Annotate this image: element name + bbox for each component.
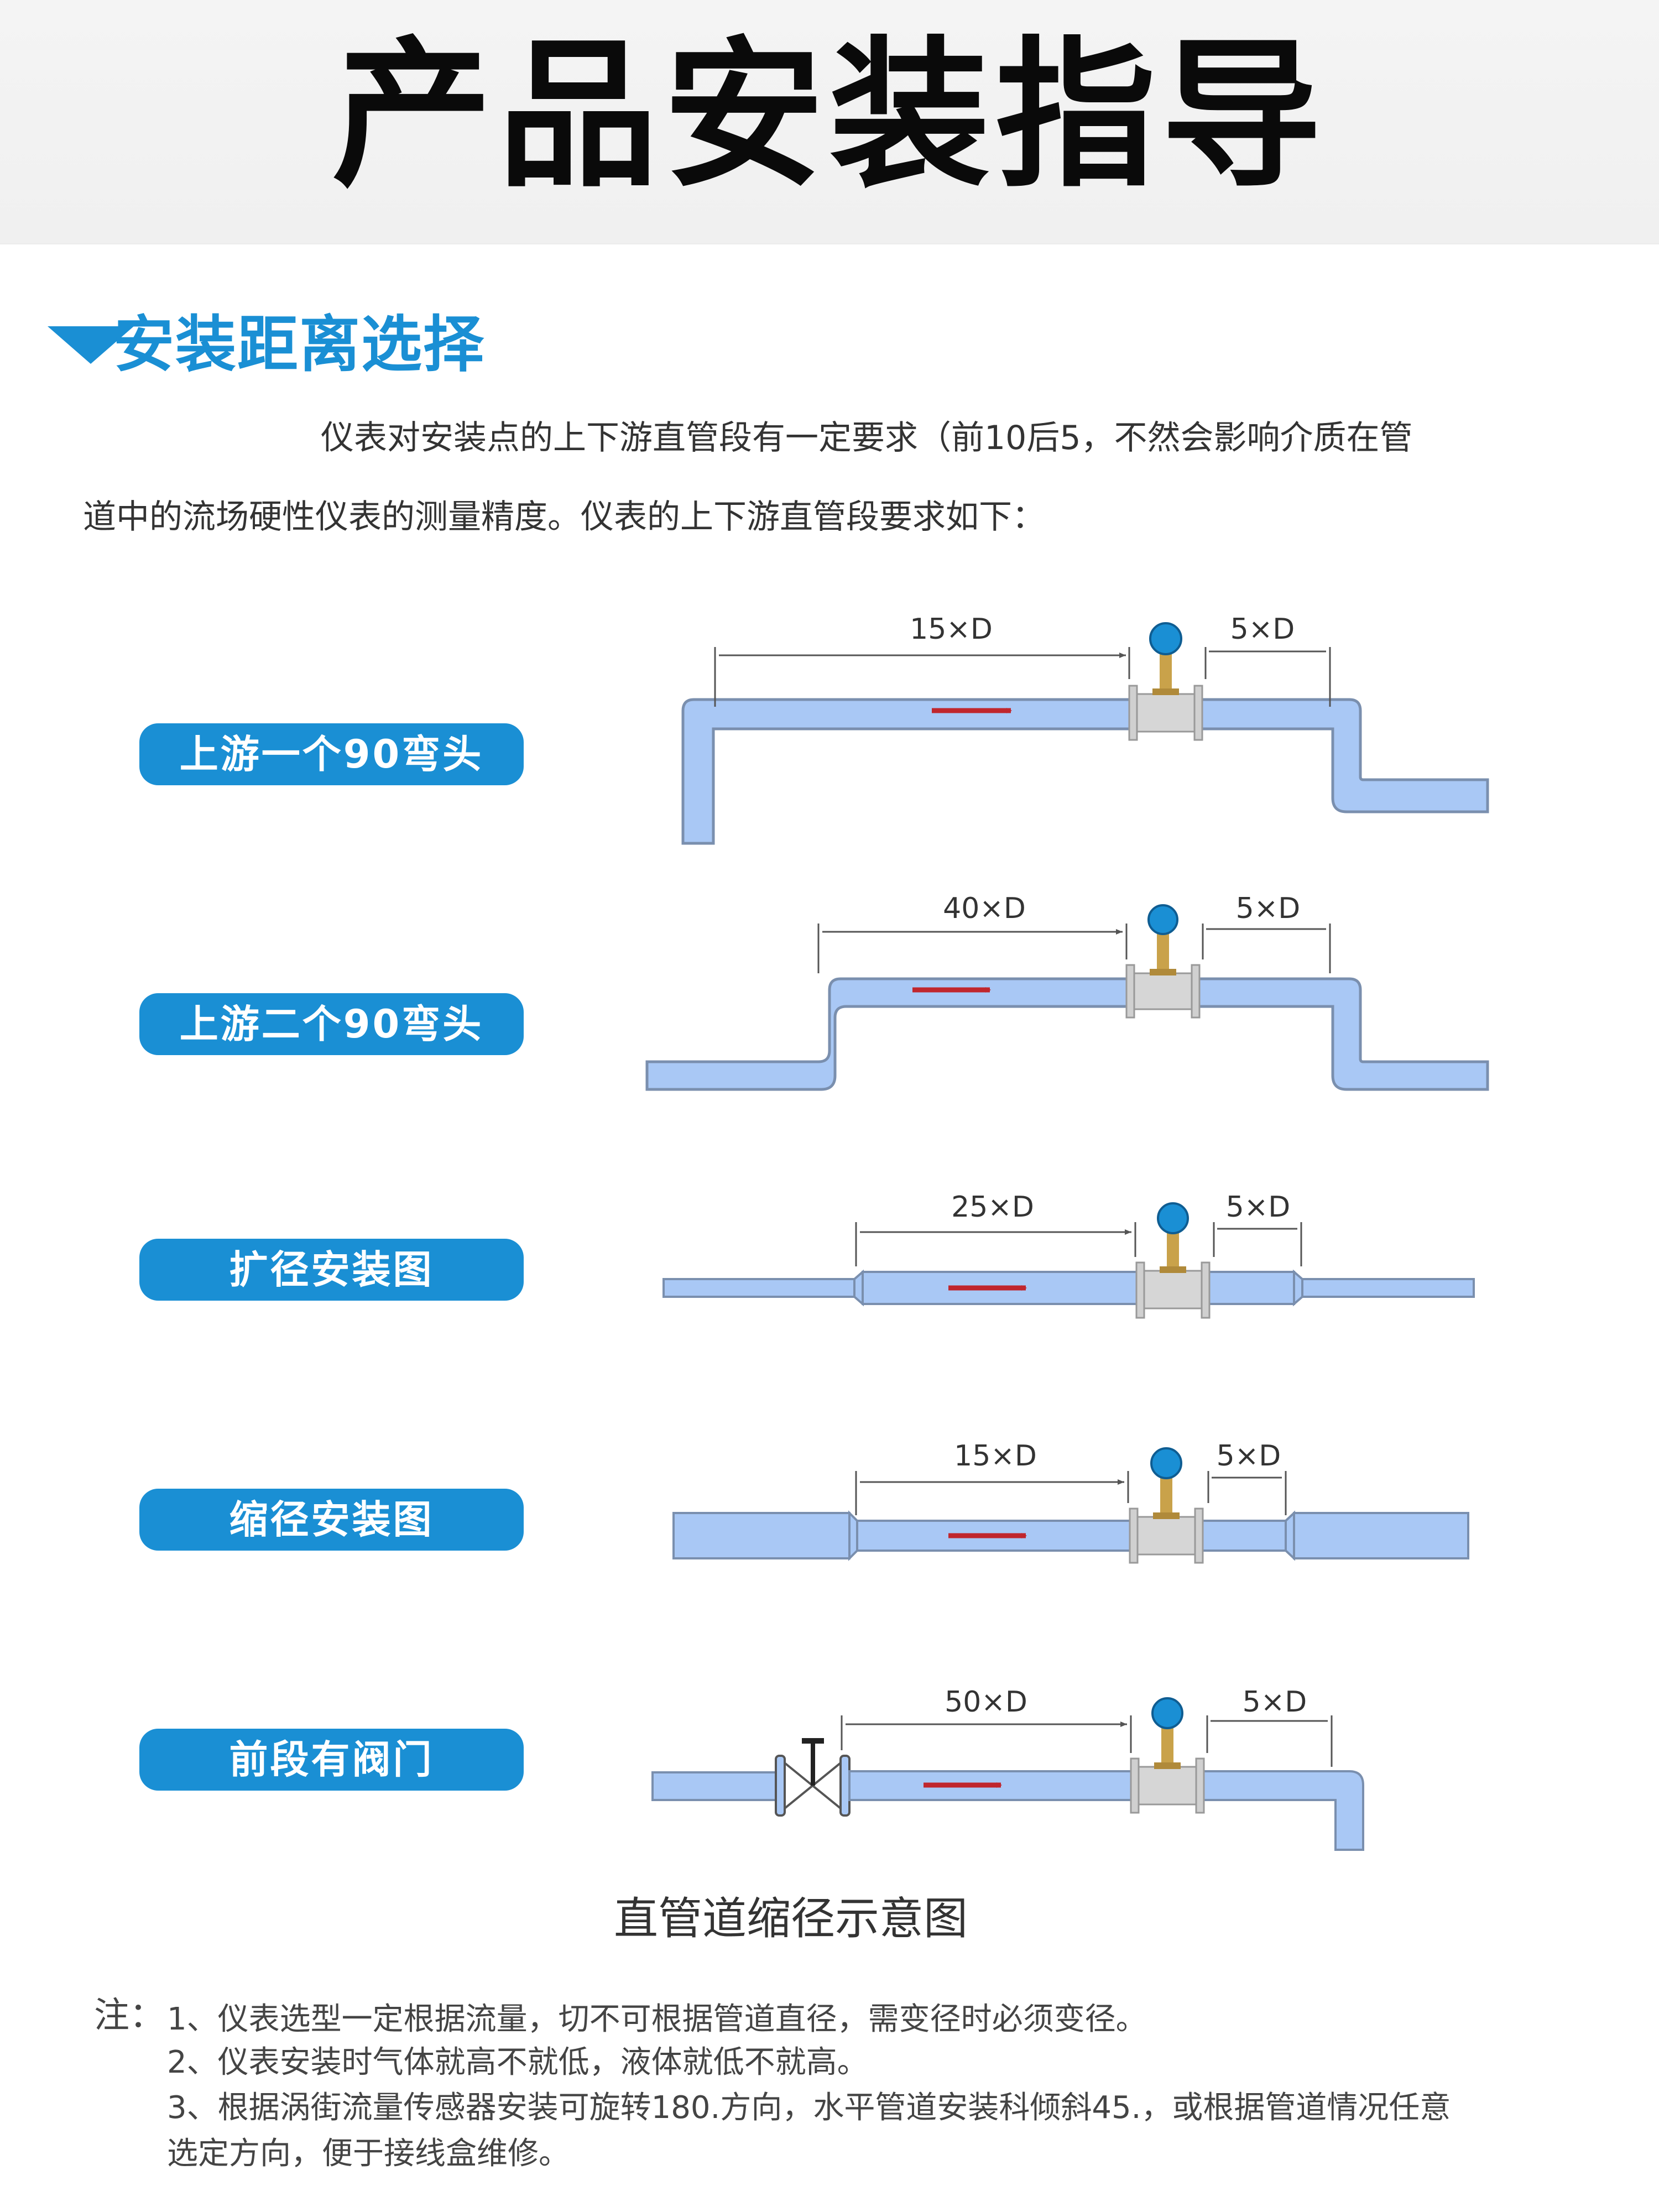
pipe-before-valve [651, 1771, 778, 1801]
downstream-distance-label: 5×D [1236, 892, 1301, 925]
pipe-small [856, 1520, 1287, 1552]
pipe-large [862, 1271, 1295, 1305]
upstream-dimension [817, 924, 1128, 973]
page-title: 产品安装指导 [332, 23, 1327, 209]
pipe [645, 977, 1489, 1091]
upstream-dimension [714, 647, 1130, 707]
diagram-one-elbow: 15×D 5×D [681, 613, 1489, 845]
downstream-distance-label: 5×D [1230, 613, 1295, 646]
note-item-2: 2、仪表安装时气体就高不就低，液体就低不就高。 [167, 2044, 868, 2080]
valve-flange-left [775, 1755, 786, 1817]
case-label-valve: 前段有阀门 [139, 1729, 524, 1791]
diagram-two-elbows: 40×D 5×D [645, 892, 1489, 1091]
notes-heading: 注： [94, 1995, 165, 2036]
pipe-expander [1285, 1510, 1295, 1561]
pipe [681, 698, 1489, 845]
diagram-expansion: 25×D 5×D [662, 1191, 1475, 1319]
downstream-distance-label: 5×D [1226, 1191, 1291, 1224]
flowmeter [1125, 904, 1201, 1019]
note-item-3-continued: 选定方向，便于接线盒维修。 [167, 2136, 570, 2172]
upstream-dimension [841, 1715, 1132, 1753]
case-label-reduction: 缩径安装图 [139, 1489, 524, 1551]
intro-line-2: 道中的流场硬性仪表的测量精度。仪表的上下游直管段要求如下： [83, 498, 1045, 536]
case-label-two-elbows: 上游二个90弯头 [139, 993, 524, 1055]
downstream-dimension [1207, 1471, 1287, 1515]
pipe-large-right [1293, 1512, 1469, 1559]
flowmeter [1129, 1447, 1204, 1564]
diagram-reduction: 15×D 5×D [672, 1439, 1469, 1564]
upstream-dimension [855, 1471, 1129, 1515]
downstream-distance-label: 5×D [1243, 1686, 1307, 1719]
diagram-valve: 50×D 5×D [651, 1686, 1364, 1851]
flowmeter [1128, 622, 1203, 741]
pipe-reducer [848, 1510, 858, 1561]
diagram-caption: 直管道缩径示意图 [614, 1893, 968, 1944]
upstream-distance-label: 50×D [945, 1686, 1027, 1719]
upstream-distance-label: 25×D [951, 1191, 1034, 1224]
downstream-dimension [1206, 1715, 1333, 1767]
note-item-1: 1、仪表选型一定根据流量，切不可根据管道直径，需变径时必须变径。 [167, 2001, 1147, 2037]
header-banner: 产品安装指导 [0, 0, 1659, 244]
pipe-expander [853, 1269, 864, 1307]
upstream-distance-label: 15×D [910, 613, 993, 646]
case-label-one-elbow: 上游一个90弯头 [139, 723, 524, 785]
valve-flange-right [839, 1755, 851, 1817]
note-item-3: 3、根据涡街流量传感器安装可旋转180.方向，水平管道安装科倾斜45.，或根据管… [167, 2090, 1451, 2126]
pipe-small-right [1301, 1278, 1475, 1298]
flowmeter [1130, 1697, 1205, 1814]
triangle-down-icon [48, 326, 134, 364]
upstream-dimension [855, 1222, 1136, 1266]
intro-line-1: 仪表对安装点的上下游直管段有一定要求（前10后5，不然会影响介质在管 [321, 419, 1413, 457]
downstream-dimension [1202, 924, 1331, 973]
upstream-distance-label: 40×D [943, 892, 1026, 925]
pipe-large-left [672, 1512, 851, 1559]
upstream-distance-label: 15×D [954, 1439, 1037, 1473]
pipe-after-valve [848, 1770, 1364, 1851]
section-title: 安装距离选择 [113, 309, 485, 380]
downstream-distance-label: 5×D [1217, 1439, 1281, 1473]
downstream-dimension [1213, 1222, 1302, 1266]
flowmeter [1135, 1202, 1211, 1319]
downstream-dimension [1204, 647, 1331, 707]
pipe-small-left [662, 1278, 855, 1298]
pipe-reducer [1293, 1269, 1303, 1307]
case-label-expansion: 扩径安装图 [139, 1239, 524, 1301]
